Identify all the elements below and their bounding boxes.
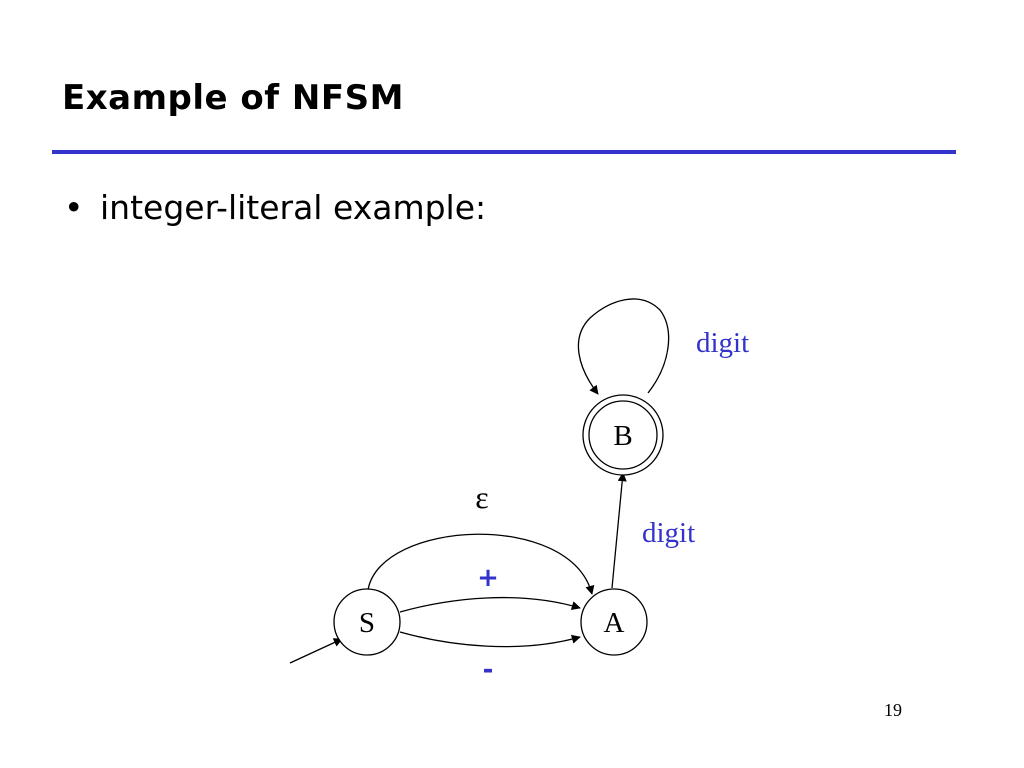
- label-plus: +: [477, 563, 499, 593]
- page-number: 19: [884, 700, 902, 720]
- slide-title: Example of NFSM: [62, 78, 404, 118]
- label-b-b-digit: digit: [696, 327, 749, 359]
- edge-s-a-plus: [399, 596, 581, 613]
- state-b-inner-circle: [588, 400, 658, 470]
- state-s-circle: [333, 588, 401, 656]
- state-b: B: [582, 394, 664, 476]
- title-divider: [52, 150, 956, 154]
- state-s: S: [333, 588, 401, 656]
- label-a-b-digit: digit: [642, 517, 695, 549]
- bullet-point: •: [64, 188, 84, 227]
- bullet-text: integer-literal example:: [100, 188, 487, 227]
- state-b-label: B: [613, 420, 632, 452]
- edge-a-b-digit: [611, 472, 627, 589]
- label-epsilon: ε: [475, 479, 488, 515]
- edge-b-b-digit: [577, 298, 670, 395]
- state-a-circle: [580, 588, 648, 656]
- label-minus: -: [483, 655, 494, 685]
- start-arrow: [289, 638, 343, 664]
- edge-s-a-epsilon: [367, 533, 595, 595]
- state-a: A: [580, 588, 648, 656]
- state-s-label: S: [359, 607, 375, 639]
- edge-s-a-minus: [399, 631, 581, 648]
- state-a-label: A: [604, 607, 625, 639]
- bullet-item: • integer-literal example:: [64, 188, 486, 227]
